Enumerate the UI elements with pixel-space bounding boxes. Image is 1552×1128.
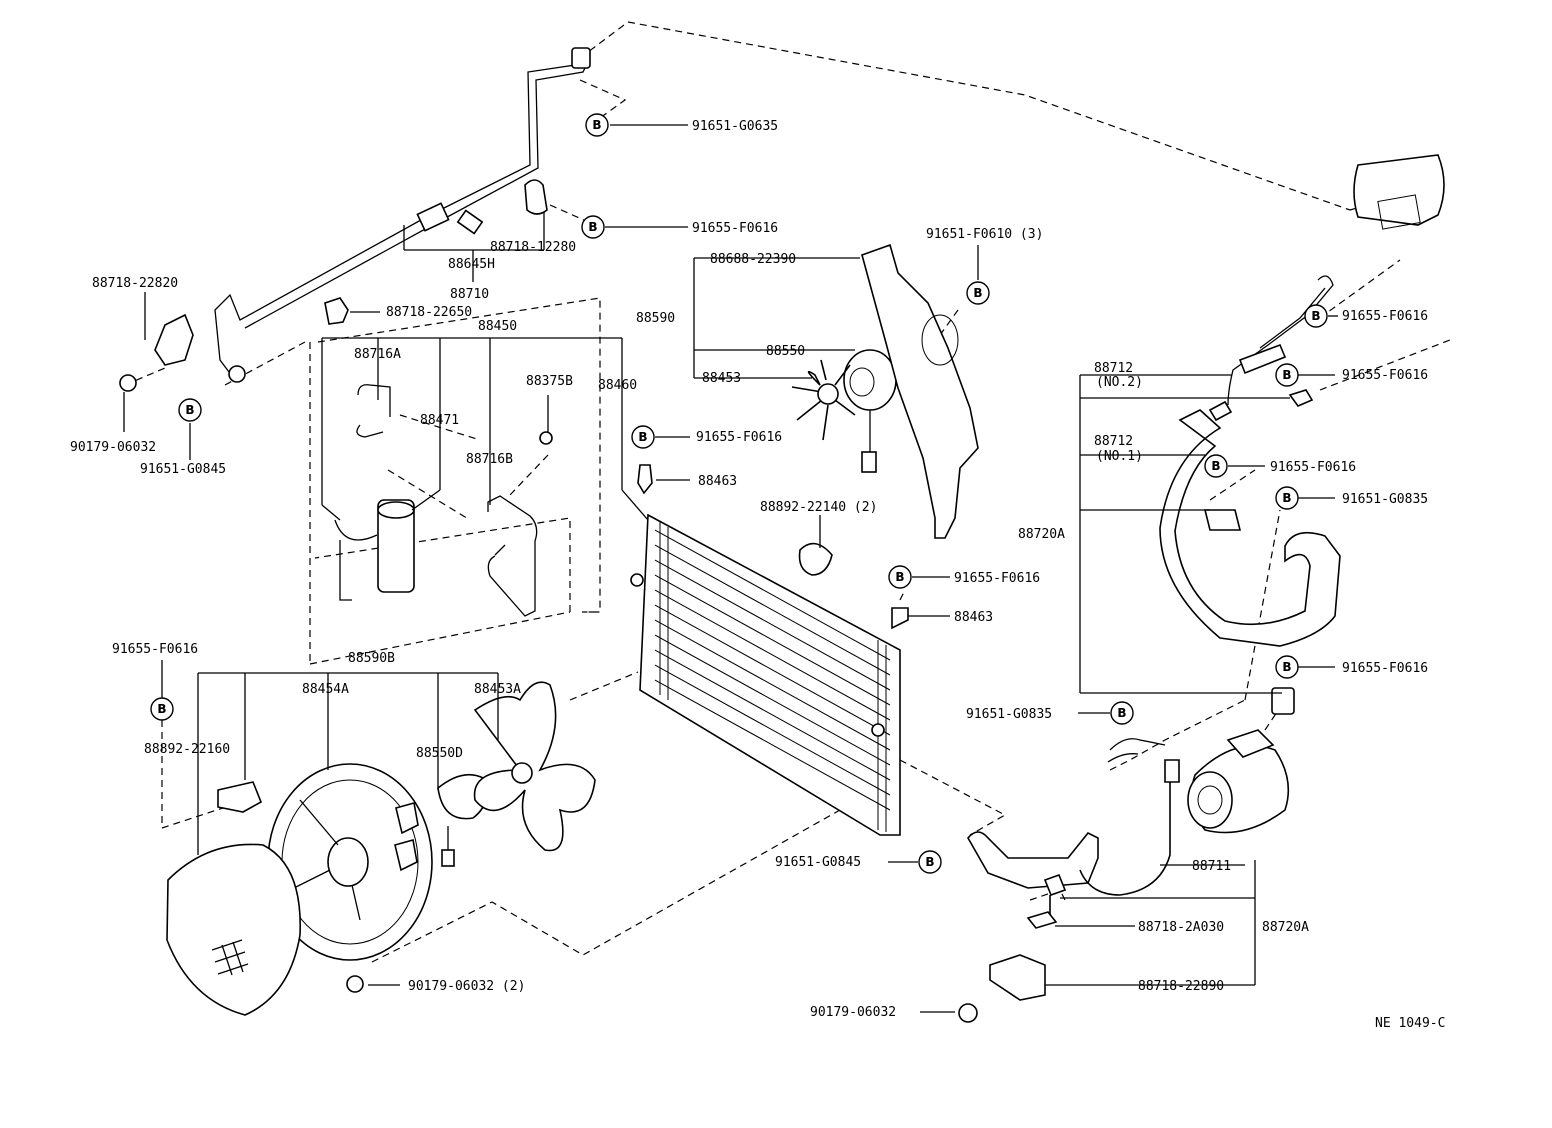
label-90179-06032-2: 90179-06032 (2) (408, 979, 525, 994)
label-91655-f0616-cond: 91655-F0616 (954, 571, 1040, 586)
svg-text:B: B (185, 403, 194, 417)
part-labels: 91651-G0635 91655-F0616 88718-12280 8864… (70, 119, 1445, 1031)
label-88718-22890: 88718-22890 (1138, 979, 1224, 994)
suction-hose-drawing (1159, 409, 1341, 647)
label-88718-22820: 88718-22820 (92, 276, 178, 291)
leader-lines (123, 124, 1338, 1013)
label-88590b: 88590B (348, 651, 395, 666)
lower-fan-drawing (473, 681, 596, 852)
label-88718-12280: 88718-12280 (490, 240, 576, 255)
svg-text:B: B (1311, 309, 1320, 323)
svg-text:B: B (1211, 459, 1220, 473)
label-88712-no1-sub: (NO.1) (1096, 449, 1143, 464)
pressure-switch-drawing (524, 179, 548, 215)
label-91655-f0616-left: 91655-F0616 (112, 642, 198, 657)
label-91655-f0616-r4: 91655-F0616 (1342, 661, 1428, 676)
callout-b-91655-f0616-mid: B (631, 425, 655, 449)
label-91651-g0845-left: 91651-G0845 (140, 462, 226, 477)
svg-text:B: B (588, 220, 597, 234)
callout-b-91655-f0616-left: B (150, 697, 174, 721)
label-90179-06032-bot: 90179-06032 (810, 1005, 896, 1020)
callout-b-91655-f0616-r3: B (1204, 454, 1228, 478)
hose-bracket-drawing (989, 954, 1046, 1001)
callout-b-91651-g0835-r: B (1275, 486, 1299, 510)
callout-b-91655-f0616-r2: B (1275, 363, 1299, 387)
callout-b-91651-g0635: B (585, 113, 609, 137)
part-drawings (119, 47, 1445, 1023)
label-91651-g0835-mid: 91651-G0835 (966, 707, 1052, 722)
callout-b-91651-g0845-left: B (178, 398, 202, 422)
svg-text:B: B (895, 570, 904, 584)
discharge-hose-drawing (967, 775, 1171, 896)
expansion-valve-drawing (1353, 154, 1445, 226)
label-91655-f0616-mid: 91655-F0616 (696, 430, 782, 445)
svg-text:B: B (157, 702, 166, 716)
label-91651-g0845-bot: 91651-G0845 (775, 855, 861, 870)
svg-text:B: B (1282, 491, 1291, 505)
label-88712-no2-sub: (NO.2) (1096, 375, 1143, 390)
label-88716a: 88716A (354, 347, 401, 362)
bracket-drawing (154, 313, 194, 366)
label-91651-g0635: 91651-G0635 (692, 119, 778, 134)
label-91655-f0616-r3: 91655-F0616 (1270, 460, 1356, 475)
label-88718-22650: 88718-22650 (386, 305, 472, 320)
label-88712-no1: 88712 (1094, 434, 1133, 449)
label-88375b: 88375B (526, 374, 573, 389)
label-91655-f0616-r1: 91655-F0616 (1342, 309, 1428, 324)
label-88712-no2: 88712 (1094, 361, 1133, 376)
label-88710: 88710 (450, 287, 489, 302)
label-88450: 88450 (478, 319, 517, 334)
label-88463-b: 88463 (954, 610, 993, 625)
callout-b-91655-f0616-r1: B (1304, 304, 1328, 328)
callout-b-91651-f0610: B (966, 281, 990, 305)
condenser-drawing (630, 513, 901, 836)
label-88892-22160: 88892-22160 (144, 742, 230, 757)
label-88716b: 88716B (466, 452, 513, 467)
receiver-drier-drawing (377, 499, 415, 593)
callout-b-91651-g0835-mid: B (1110, 701, 1134, 725)
compressor-drawing (1187, 729, 1290, 834)
label-88720a-bot: 88720A (1262, 920, 1309, 935)
label-90179-06032-left: 90179-06032 (70, 440, 156, 455)
label-91655-f0616-top: 91655-F0616 (692, 221, 778, 236)
callout-b-91655-f0616-cond: B (888, 565, 912, 589)
callout-markers: B B B B B B B B B B B B B B (150, 113, 1328, 874)
label-88463-a: 88463 (698, 474, 737, 489)
svg-text:B: B (1117, 706, 1126, 720)
label-88688-22390: 88688-22390 (710, 252, 796, 267)
label-88711: 88711 (1192, 859, 1231, 874)
fan-cover-drawing (166, 843, 301, 1016)
motor-drawing (843, 349, 897, 411)
callout-b-91655-f0616-r4: B (1275, 655, 1299, 679)
label-88460: 88460 (598, 378, 637, 393)
svg-text:B: B (1282, 660, 1291, 674)
label-88718-2a030: 88718-2A030 (1138, 920, 1224, 935)
label-91651-f0610: 91651-F0610 (3) (926, 227, 1043, 242)
svg-text:B: B (638, 430, 647, 444)
svg-text:B: B (925, 855, 934, 869)
label-88550d: 88550D (416, 746, 463, 761)
svg-text:B: B (973, 286, 982, 300)
label-88453: 88453 (702, 371, 741, 386)
svg-text:B: B (1282, 368, 1291, 382)
liquid-pipe-drawing (214, 54, 581, 381)
label-88550: 88550 (766, 344, 805, 359)
label-88645h: 88645H (448, 257, 495, 272)
diagram-id: NE 1049-C (1375, 1016, 1445, 1031)
label-88471: 88471 (420, 413, 459, 428)
svg-text:B: B (592, 118, 601, 132)
callout-b-91655-f0616-top: B (581, 215, 605, 239)
fan-bracket-drawing (861, 243, 979, 539)
small-fan-drawing (791, 359, 856, 441)
label-88453a: 88453A (474, 682, 521, 697)
callout-b-91651-g0845-bot: B (918, 850, 942, 874)
label-88590: 88590 (636, 311, 675, 326)
label-91655-f0616-r2: 91655-F0616 (1342, 368, 1428, 383)
label-91651-g0835-r: 91651-G0835 (1342, 492, 1428, 507)
label-88454a: 88454A (302, 682, 349, 697)
label-88720a-top: 88720A (1018, 527, 1065, 542)
label-88892-22140: 88892-22140 (2) (760, 500, 877, 515)
